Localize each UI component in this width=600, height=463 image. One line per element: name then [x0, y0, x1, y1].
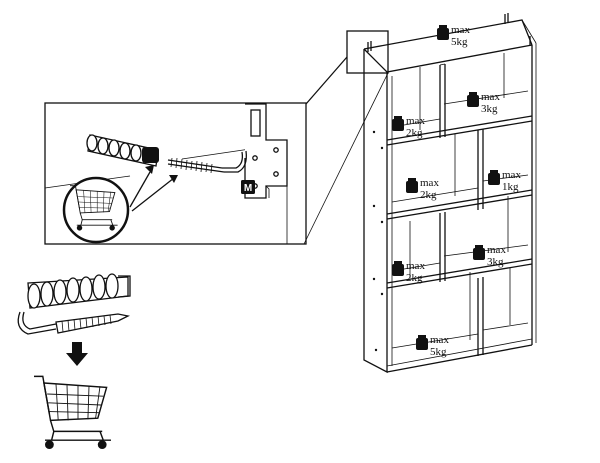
bookcase [363, 13, 537, 374]
bracket-label-badge: M [241, 180, 255, 194]
screw-hook-icon [167, 150, 247, 174]
weight-label: max 2kg [392, 260, 425, 284]
svg-text:max: max [451, 24, 470, 36]
detail-panel: M [44, 102, 307, 245]
svg-text:max: max [502, 169, 521, 181]
down-arrow-icon [66, 342, 88, 366]
svg-text:3kg: 3kg [481, 103, 498, 115]
weight-label: max 3kg [473, 244, 506, 268]
wall-plug-icon [27, 273, 131, 309]
bracket [244, 103, 288, 199]
weight-label: max 2kg [406, 177, 439, 201]
svg-text:max: max [481, 91, 500, 103]
svg-text:2kg: 2kg [406, 272, 423, 284]
shopping-cart-circle [62, 176, 130, 244]
svg-text:5kg: 5kg [430, 346, 447, 358]
weight-label: max 1kg [488, 169, 521, 193]
weight-label: max 5kg [416, 334, 449, 358]
zoom-box [346, 30, 389, 74]
screw-hook-icon [17, 311, 130, 335]
svg-text:5kg: 5kg [451, 36, 468, 48]
svg-text:2kg: 2kg [420, 189, 437, 201]
svg-text:max: max [487, 244, 506, 256]
shopping-cart-icon [33, 375, 112, 450]
weight-label: max 2kg [392, 115, 425, 139]
svg-text:max: max [406, 260, 425, 272]
svg-text:2kg: 2kg [406, 127, 423, 139]
wall-plug-icon [86, 134, 159, 167]
svg-text:1kg: 1kg [502, 181, 519, 193]
svg-text:3kg: 3kg [487, 256, 504, 268]
svg-text:max: max [420, 177, 439, 189]
svg-text:M: M [244, 183, 252, 194]
zoom-line [305, 56, 348, 105]
svg-text:max: max [406, 115, 425, 127]
weight-label: max 5kg [437, 24, 470, 48]
weight-label: max 3kg [467, 91, 500, 115]
zoom-line [303, 72, 389, 245]
svg-text:max: max [430, 334, 449, 346]
